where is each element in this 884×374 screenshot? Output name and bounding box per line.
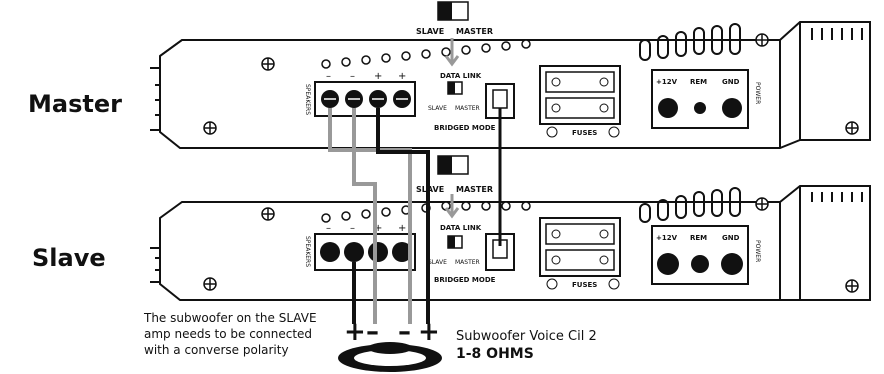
slave-switch-slave-label: SLAVE bbox=[428, 259, 447, 266]
master-link-switch: SLAVE MASTER bbox=[416, 1, 493, 67]
master-title: Master bbox=[28, 90, 122, 118]
polarity-sign-2: – bbox=[366, 317, 379, 347]
polarity-sign-4: + bbox=[418, 317, 440, 347]
wire-master-gray-1 bbox=[328, 108, 412, 324]
master-screws bbox=[203, 33, 859, 135]
slave-fuses-label: FUSES bbox=[572, 281, 597, 289]
master-terminal-sign-1: – bbox=[326, 71, 331, 82]
subwoofer-note-line-2: amp needs to be connected bbox=[144, 327, 312, 341]
master-terminal-sign-3: + bbox=[374, 71, 382, 82]
master-right-fins bbox=[779, 22, 863, 148]
slave-bridged-mode-label: BRIDGED MODE bbox=[434, 276, 496, 284]
slave-terminal-sign-1: – bbox=[326, 223, 331, 234]
polarity-signs: + – – + bbox=[344, 317, 440, 347]
slave-speakers-label: SPEAKERS bbox=[304, 236, 311, 267]
slave-right-fins bbox=[779, 186, 863, 300]
wires bbox=[328, 108, 502, 324]
master-switch-master-label: MASTER bbox=[455, 105, 480, 112]
slave-link-switch: SLAVE MASTER bbox=[416, 155, 493, 219]
link-switch-slave-label: SLAVE bbox=[416, 27, 444, 36]
slave-terminal-sign-2: – bbox=[350, 223, 355, 234]
master-data-link-label: DATA LINK bbox=[440, 72, 482, 80]
slave-screws bbox=[203, 197, 859, 293]
slave-terminal-sign-3: + bbox=[374, 223, 382, 234]
master-power-terminal-2: REM bbox=[690, 78, 707, 86]
master-terminal-sign-4: + bbox=[398, 71, 406, 82]
link-switch-master-label: MASTER bbox=[456, 27, 493, 36]
slave-switch-master-label: MASTER bbox=[455, 259, 480, 266]
slave-amp: – – + + SPEAKERS DATA LINK SLAVE MASTER … bbox=[150, 185, 871, 301]
subwoofer-impedance: 1-8 OHMS bbox=[456, 346, 534, 362]
master-power-terminal-3: GND bbox=[722, 78, 740, 86]
slave-terminal-sign-4: + bbox=[398, 223, 406, 234]
slave-power-terminal-1: +12V bbox=[656, 234, 678, 242]
master-vents bbox=[639, 23, 741, 61]
master-bridged-mode-label: BRIDGED MODE bbox=[434, 124, 496, 132]
subwoofer-icon bbox=[338, 342, 442, 372]
polarity-sign-3: – bbox=[398, 317, 411, 347]
wire-master-gray-2 bbox=[352, 108, 377, 324]
slave-power-label: POWER bbox=[754, 240, 761, 262]
master-fuses-label: FUSES bbox=[572, 129, 597, 137]
slave-power-terminal-2: REM bbox=[690, 234, 707, 242]
master-speakers-label: SPEAKERS bbox=[304, 84, 311, 115]
subwoofer-name: Subwoofer Voice Cil 2 bbox=[456, 329, 597, 344]
master-power-terminal-1: +12V bbox=[656, 78, 678, 86]
slave-vents bbox=[639, 187, 741, 223]
slave-link-switch-master-label: MASTER bbox=[456, 185, 493, 194]
master-led-row bbox=[321, 39, 531, 69]
slave-data-link-label: DATA LINK bbox=[440, 224, 482, 232]
slave-title: Slave bbox=[32, 244, 106, 272]
wire-master-black bbox=[376, 108, 430, 324]
subwoofer-note-line-1: The subwoofer on the SLAVE bbox=[143, 311, 317, 325]
subwoofer-note-line-3: with a converse polarity bbox=[144, 343, 289, 357]
slave-led-row bbox=[321, 201, 531, 223]
master-amp: – – + + SPEAKERS DATA LINK SLAVE MASTER … bbox=[150, 21, 871, 149]
master-switch-slave-label: SLAVE bbox=[428, 105, 447, 112]
slave-power-terminal-3: GND bbox=[722, 234, 740, 242]
polarity-sign-1: + bbox=[344, 317, 366, 347]
slave-link-switch-slave-label: SLAVE bbox=[416, 185, 444, 194]
master-power-label: POWER bbox=[754, 82, 761, 104]
master-terminal-sign-2: – bbox=[350, 71, 355, 82]
